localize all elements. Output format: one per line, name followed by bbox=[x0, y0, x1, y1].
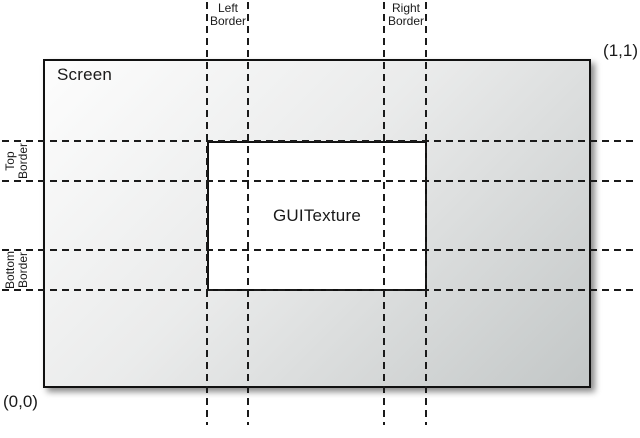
coord-top-right: (1,1) bbox=[603, 41, 638, 60]
left-border-label: Left Border bbox=[206, 2, 250, 28]
coord-bottom-left: (0,0) bbox=[3, 392, 38, 411]
right-border-inner-line bbox=[383, 2, 385, 425]
guitexture-label: GUITexture bbox=[273, 206, 361, 225]
screen-label: Screen bbox=[57, 65, 113, 84]
bottom-border-outer-line bbox=[2, 289, 636, 291]
top-border-outer-line bbox=[2, 140, 636, 142]
bottom-border-label: Bottom Border bbox=[3, 247, 30, 293]
guitexture-rect: GUITexture bbox=[207, 141, 427, 291]
right-border-label-line1: Right bbox=[391, 1, 420, 15]
top-border-label-line2: Border bbox=[16, 142, 30, 180]
left-border-outer-line bbox=[206, 2, 208, 425]
left-border-label-line1: Left bbox=[217, 1, 238, 15]
top-border-inner-line bbox=[2, 180, 636, 182]
top-border-label: Top Border bbox=[3, 138, 30, 184]
right-border-label-line2: Border bbox=[387, 14, 425, 28]
left-border-label-line2: Border bbox=[209, 14, 247, 28]
bottom-border-inner-line bbox=[2, 249, 636, 251]
right-border-outer-line bbox=[425, 2, 427, 425]
bottom-border-label-line2: Border bbox=[16, 251, 30, 289]
right-border-label: Right Border bbox=[384, 2, 428, 28]
left-border-inner-line bbox=[247, 2, 249, 425]
